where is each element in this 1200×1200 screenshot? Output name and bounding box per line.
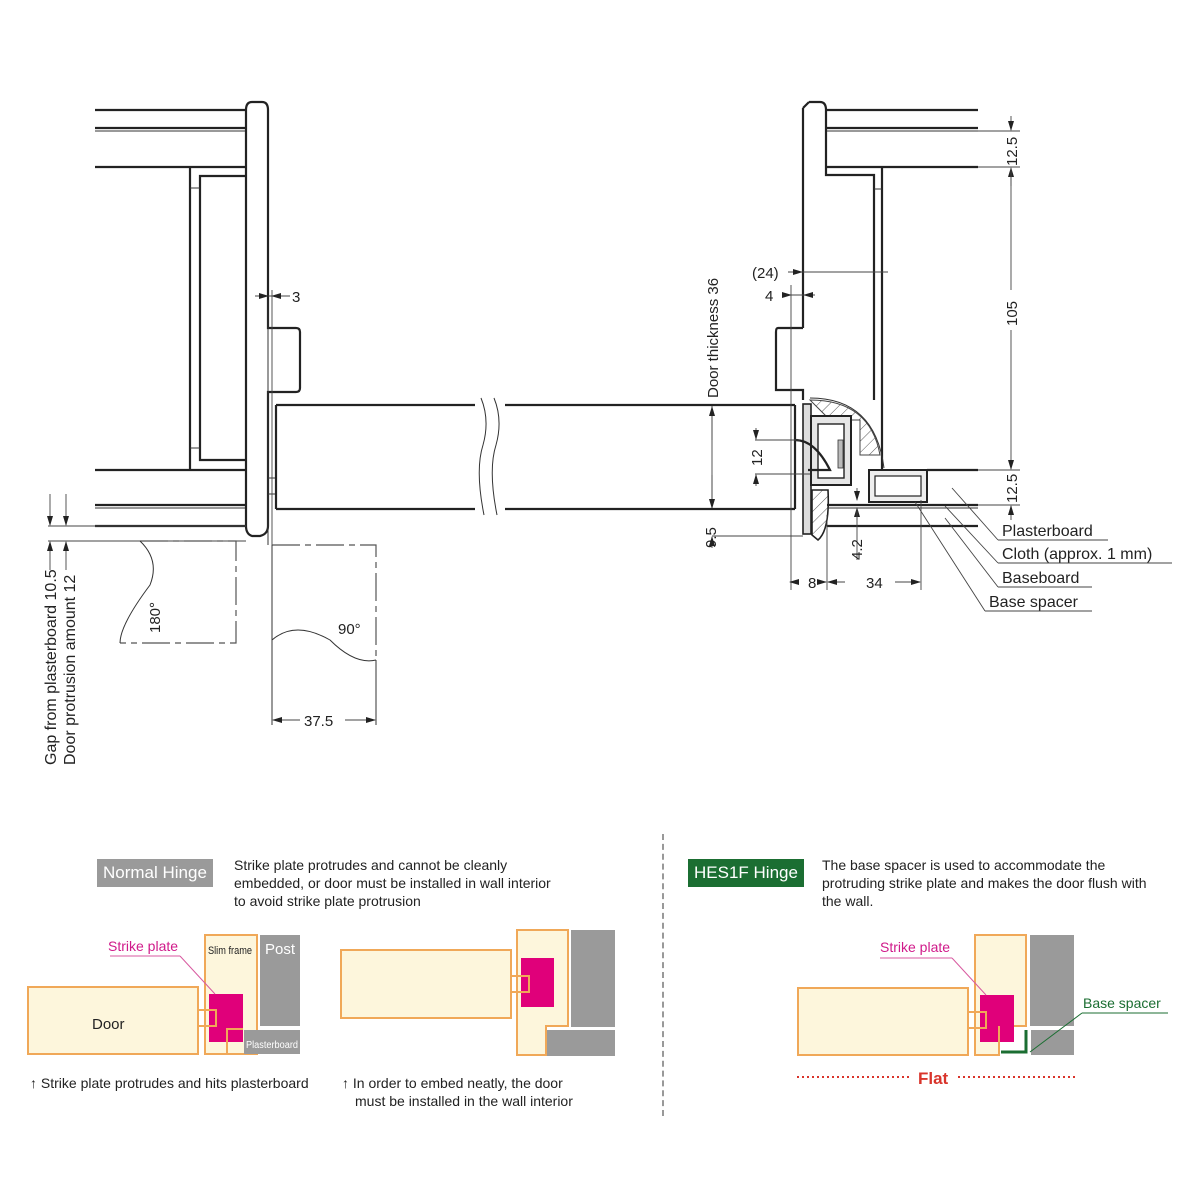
hes1f-description-line: the wall. <box>822 893 874 909</box>
fig-a-caption: ↑ Strike plate protrudes and hits plaste… <box>30 1075 309 1091</box>
normal-hinge-figure-b <box>340 929 615 1056</box>
normal-description-line: to avoid strike plate protrusion <box>234 893 421 909</box>
fig-b-caption: ↑ In order to embed neatly, the door mus… <box>342 1074 573 1110</box>
dim-label-37-5: 37.5 <box>304 713 333 730</box>
dim-label-12-5-bottom: 12.5 <box>1004 474 1021 503</box>
hes1f-hinge-badge: HES1F Hinge <box>688 859 804 887</box>
dim-label-4: 4 <box>765 288 773 305</box>
hes1f-strike-plate-label: Strike plate <box>880 939 950 955</box>
dim-label-door-thickness: Door thickness 36 <box>705 278 722 398</box>
normal-description-line: Strike plate protrudes and cannot be cle… <box>234 857 508 873</box>
normal-hinge-badge: Normal Hinge <box>97 859 213 887</box>
dim-label-3: 3 <box>292 289 300 306</box>
dim-label-24: (24) <box>752 265 779 282</box>
dimension-annotations: 3 (24) 4 12.5 105 12.5 Door thickness 36 <box>43 116 1021 765</box>
normal-hinge-description: Strike plate protrudes and cannot be cle… <box>234 856 551 910</box>
leader-label-base-spacer: Base spacer <box>989 594 1079 611</box>
leader-label-cloth: Cloth (approx. 1 mm) <box>1002 546 1152 563</box>
hes1f-hinge-description: The base spacer is used to accommodate t… <box>822 856 1147 910</box>
hes1f-flat-label: Flat <box>918 1069 949 1088</box>
dim-label-4-2: 4.2 <box>849 539 866 560</box>
fig-b-caption-line: must be installed in the wall interior <box>355 1093 573 1109</box>
fig-a-slim-frame-label: Slim frame <box>208 945 252 957</box>
leader-label-plasterboard: Plasterboard <box>1002 523 1093 540</box>
fig-a-post-label: Post <box>265 941 296 958</box>
fig-a-door-label: Door <box>92 1016 125 1033</box>
hinge-section-drawing: 3 (24) 4 12.5 105 12.5 Door thickness 36 <box>43 100 1172 765</box>
door-leaf <box>274 397 797 516</box>
normal-description-line: embedded, or door must be installed in w… <box>234 875 551 891</box>
dim-label-gap-from-plasterboard: Gap from plasterboard 10.5 <box>43 569 60 765</box>
hes1f-description-line: The base spacer is used to accommodate t… <box>822 857 1106 873</box>
angle-label-180: 180° <box>147 602 164 633</box>
section-divider <box>662 834 664 1116</box>
dim-label-door-protrusion: Door protrusion amount 12 <box>62 575 79 765</box>
door-open-positions: 180° 90° 37.5 <box>119 540 377 730</box>
dim-label-12: 12 <box>749 449 766 466</box>
angle-label-90: 90° <box>338 621 361 638</box>
dim-label-105: 105 <box>1004 301 1021 326</box>
left-wall-section <box>95 100 302 545</box>
dim-label-9-5: 9.5 <box>703 527 720 548</box>
hes1f-description-line: protruding strike plate and makes the do… <box>822 875 1147 891</box>
leader-label-baseboard: Baseboard <box>1002 570 1079 587</box>
fig-b-caption-line: ↑ In order to embed neatly, the door <box>342 1075 563 1091</box>
dim-label-12-5-top: 12.5 <box>1004 137 1021 166</box>
dim-label-34: 34 <box>866 575 883 592</box>
right-wall-section <box>774 100 978 542</box>
material-leaders: Plasterboard Cloth (approx. 1 mm) Basebo… <box>914 487 1172 612</box>
hes1f-base-spacer-label: Base spacer <box>1083 995 1161 1011</box>
normal-hinge-figure-a: Strike plate Slim frame Post Door Plaste… <box>27 934 300 1055</box>
fig-a-strike-plate-label: Strike plate <box>108 938 178 954</box>
hes1f-hinge-figure: Strike plate Base spacer Flat <box>797 934 1168 1088</box>
fig-a-plasterboard-label: Plasterboard <box>246 1040 298 1051</box>
dim-label-8: 8 <box>808 575 816 592</box>
